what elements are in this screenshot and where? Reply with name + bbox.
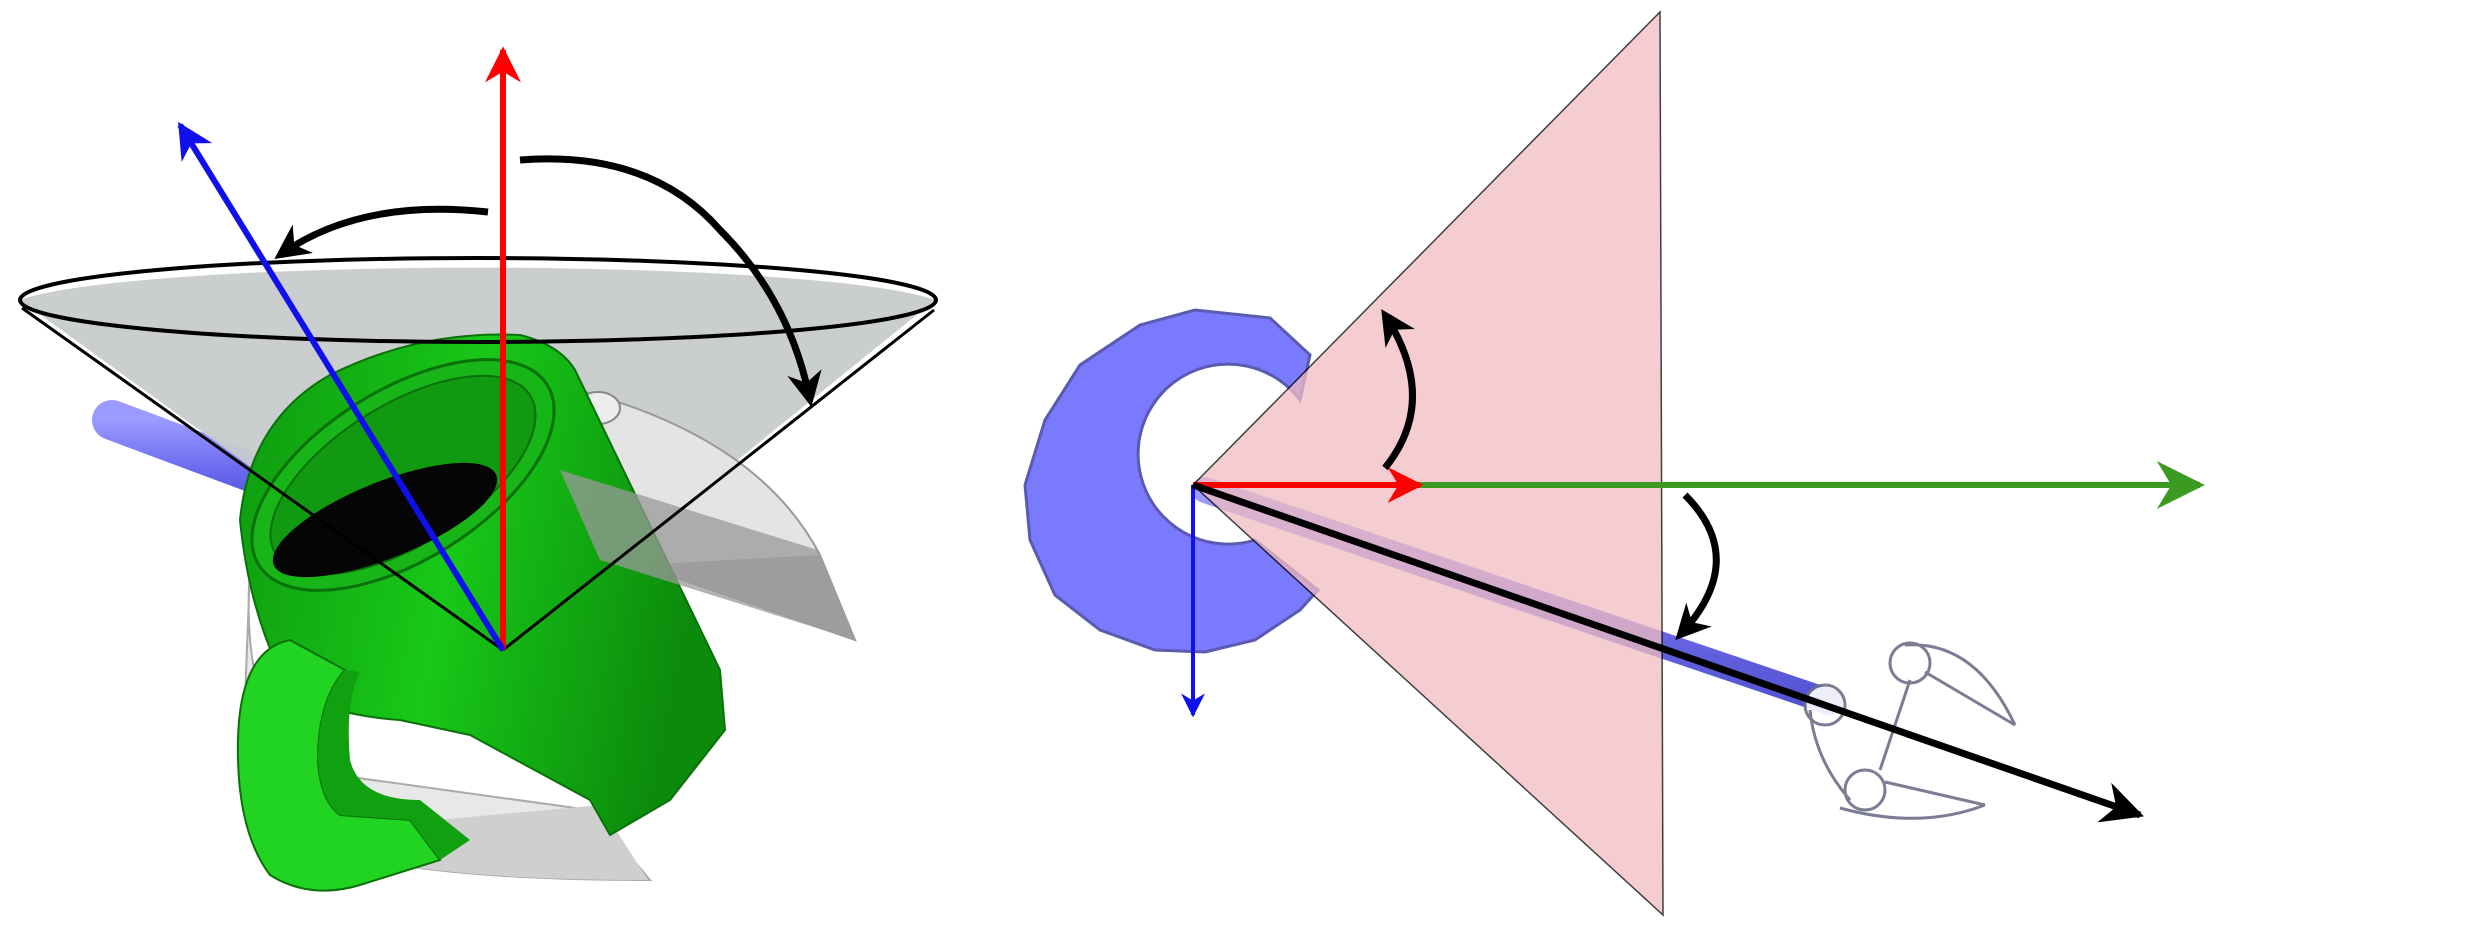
left-figure: [18, 46, 938, 892]
gripper-plate: [560, 470, 855, 640]
angle-wedge: [1191, 10, 1664, 917]
mug-opening: [272, 462, 498, 578]
gripper-head: [1803, 641, 2017, 820]
tilted-axis-blue: [177, 121, 506, 652]
cone-edge-right: [502, 308, 935, 652]
gripper-ring: [1023, 308, 1321, 654]
angle-arrow-upper: [1381, 309, 1416, 471]
mug: [236, 333, 727, 892]
cone-edge-left: [21, 306, 504, 652]
rotation-arrow-left: [274, 205, 489, 260]
rotation-arrow-right: [519, 155, 822, 407]
gripper-direction-arrow: [1191, 481, 2144, 823]
angle-arrow-lower: [1675, 492, 1720, 641]
cone-rim: [18, 256, 938, 344]
right-figure: [1023, 10, 2205, 917]
